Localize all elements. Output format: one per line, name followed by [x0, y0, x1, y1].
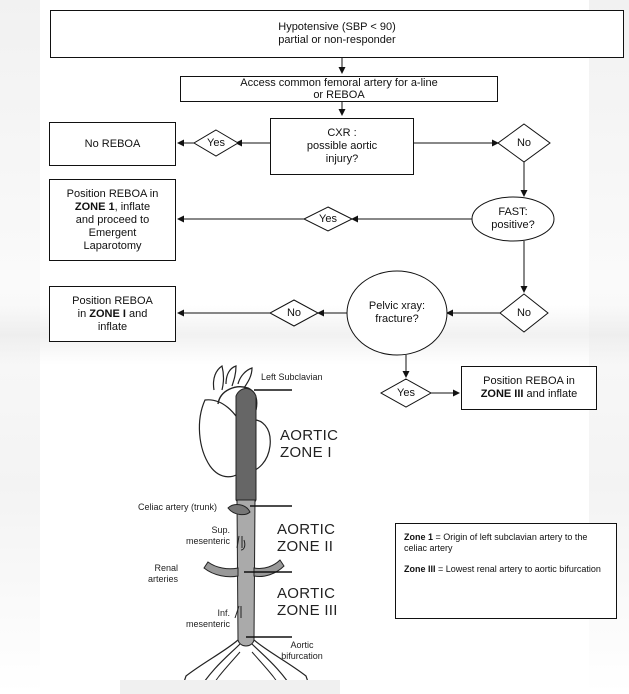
aorta-illustration: [179, 365, 313, 694]
zone1-lap-bold: ZONE 1: [74, 200, 115, 213]
zone-legend: Zone 1 = Origin of left subclavian arter…: [395, 523, 617, 619]
pelvic-oval-shape: [346, 270, 448, 356]
legend-zone3-bold: Zone III: [404, 564, 436, 574]
zone2-l2: ZONE II: [277, 538, 334, 555]
bottom-strip: [120, 680, 340, 694]
legend-zone1-text: = Origin of left subclavian artery to th…: [404, 532, 588, 553]
zone1-inflate-line1: Position REBOA: [72, 294, 153, 307]
zone1-inflate-line3: inflate: [97, 320, 128, 333]
legend-zone3-text: = Lowest renal artery to aortic bifurcat…: [435, 564, 601, 574]
zone2-l1: AORTIC: [277, 521, 336, 538]
no2-label: No: [516, 306, 532, 319]
zone1-lap-line5: Laparotomy: [83, 239, 142, 252]
decision-no1-shape: [497, 123, 551, 163]
aortic-zone-3-label: AORTIC ZONE III: [277, 585, 338, 619]
zone3-line2: ZONE III and inflate: [481, 388, 578, 401]
zone1-lap-line4: Emergent: [88, 226, 137, 239]
pelvic-line1: Pelvic xray:: [368, 300, 426, 312]
decision-yes2-shape: [302, 206, 354, 232]
celiac-label: Celiac artery (trunk): [138, 502, 218, 512]
no-reboa-label: No REBOA: [84, 137, 141, 150]
inf-mes-line1: Inf.: [217, 608, 230, 618]
renal-line2: arteries: [147, 574, 178, 584]
decision-yes1-shape: [193, 129, 239, 157]
zone1-inflate-bold: ZONE I: [89, 307, 126, 320]
sup-mes-line1: Sup.: [211, 525, 230, 535]
fast-line1: FAST:: [498, 206, 528, 218]
zone1-l1: AORTIC: [280, 427, 339, 444]
start-line1: Hypotensive (SBP < 90): [278, 21, 396, 33]
left-subclavian-label: Left Subclavian: [261, 372, 323, 382]
zone1-lap-line1: Position REBOA in: [66, 187, 159, 200]
zone3-l2: ZONE III: [277, 602, 338, 619]
yes1-label: Yes: [207, 136, 225, 149]
legend-zone1-bold: Zone 1: [404, 532, 434, 542]
zone3-bold: ZONE III: [480, 388, 524, 400]
inf-mesenteric-label: Inf. mesenteric: [160, 608, 230, 630]
zone1-l2: ZONE I: [280, 444, 332, 461]
zone3-post: and inflate: [526, 388, 578, 400]
decision-yes3-shape: [379, 378, 433, 408]
inf-mes-line2: mesenteric: [185, 619, 230, 629]
renal-label: Renal arteries: [140, 563, 178, 585]
cxr-box: CXR : possible aortic injury?: [270, 118, 414, 175]
legend-zone3: Zone III = Lowest renal artery to aortic…: [404, 564, 608, 575]
zone1-inflate-post: and: [129, 307, 148, 320]
no-reboa-box: No REBOA: [49, 122, 176, 166]
zone3-inflate-box: Position REBOA in ZONE III and inflate: [461, 366, 597, 410]
zone1-lap-line3: and proceed to: [75, 213, 150, 226]
start-box: Hypotensive (SBP < 90) partial or non-re…: [50, 10, 624, 58]
decision-no3-shape: [268, 299, 320, 327]
zone1-lap-line2: ZONE 1, inflate: [75, 201, 150, 214]
decision-no2-shape: [499, 293, 549, 333]
sup-mes-line2: mesenteric: [185, 536, 230, 546]
no3-label: No: [286, 306, 302, 319]
yes3-label: Yes: [397, 386, 415, 399]
pelvic-label: Pelvic xray: fracture?: [347, 299, 447, 327]
access-line1: Access common femoral artery for a-line: [240, 77, 438, 89]
legend-zone1: Zone 1 = Origin of left subclavian arter…: [404, 532, 608, 554]
fast-label: FAST: positive?: [472, 206, 554, 232]
access-line2: or REBOA: [313, 89, 365, 101]
sup-mesenteric-label: Sup. mesenteric: [160, 525, 230, 547]
fast-oval-shape: [471, 196, 555, 242]
bif-line1: Aortic: [290, 640, 314, 650]
renal-line1: Renal: [154, 563, 178, 573]
aortic-zone-1-label: AORTIC ZONE I: [280, 427, 338, 461]
zone1-laparotomy-box: Position REBOA in ZONE 1, inflate and pr…: [49, 179, 176, 261]
access-box: Access common femoral artery for a-line …: [180, 76, 498, 102]
zone3-l1: AORTIC: [277, 585, 336, 602]
zone1-inflate-pre: in: [77, 307, 87, 320]
bif-line2: bifurcation: [281, 651, 323, 661]
zone1-lap-post1: , inflate: [114, 200, 151, 213]
pelvic-line2: fracture?: [375, 313, 419, 325]
fast-line2: positive?: [491, 219, 535, 231]
zone1-inflate-line2: in ZONE I and: [78, 308, 148, 321]
aortic-zone-2-label: AORTIC ZONE II: [277, 521, 335, 555]
zone1-inflate-box: Position REBOA in ZONE I and inflate: [49, 286, 176, 342]
start-line2: partial or non-responder: [278, 34, 396, 46]
no1-label: No: [516, 136, 532, 149]
aortic-bifurcation-label: Aortic bifurcation: [270, 640, 334, 662]
yes2-label: Yes: [319, 212, 337, 225]
cxr-line2: possible aortic: [306, 140, 378, 152]
cxr-line1: CXR :: [327, 127, 357, 139]
cxr-line3: injury?: [325, 153, 359, 165]
zone3-line1: Position REBOA in: [483, 375, 575, 387]
